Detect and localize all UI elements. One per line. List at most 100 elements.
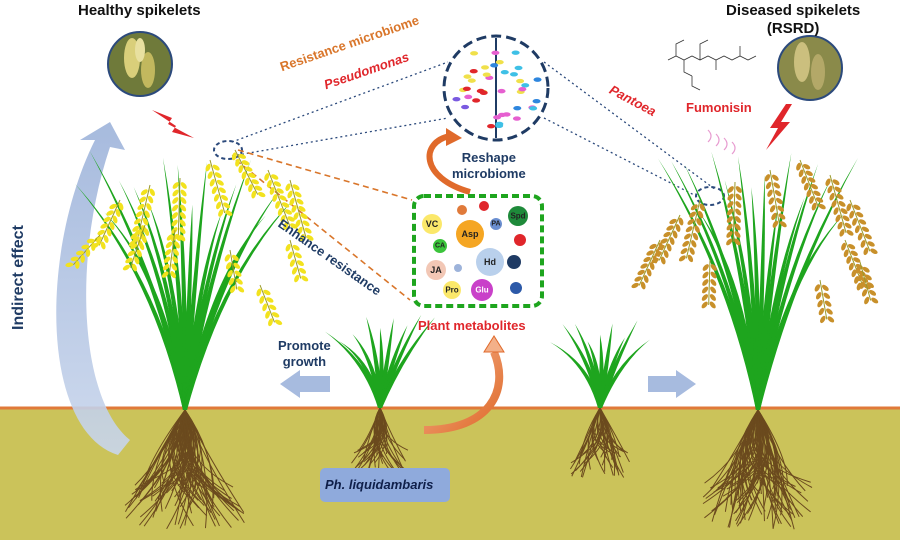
- grain: [848, 262, 854, 271]
- grain: [170, 271, 177, 279]
- metabolite-label-pa: PA: [491, 220, 501, 228]
- grain: [774, 190, 782, 197]
- grain: [81, 244, 90, 250]
- leaf: [738, 156, 760, 410]
- grain: [818, 203, 826, 210]
- root: [378, 407, 403, 474]
- grain: [777, 205, 785, 212]
- grain: [180, 182, 187, 189]
- panicle-stem: [685, 199, 701, 259]
- grain: [690, 204, 698, 211]
- promote-line2: growth: [282, 354, 327, 369]
- microbe-dot: [490, 63, 499, 68]
- grain: [833, 207, 839, 215]
- grain: [172, 197, 179, 204]
- root: [711, 409, 759, 522]
- grain: [165, 241, 173, 249]
- diseased-spikelet-photo: [777, 35, 843, 101]
- leaf: [366, 316, 382, 408]
- grain: [773, 182, 781, 189]
- reshape-line2: microbiome: [452, 166, 526, 181]
- grain: [806, 189, 812, 198]
- grain: [218, 209, 224, 217]
- grain: [216, 179, 224, 186]
- grain: [268, 318, 273, 327]
- root: [155, 409, 186, 512]
- grain: [672, 230, 678, 239]
- microbe-dot: [470, 51, 479, 56]
- grain: [827, 316, 835, 323]
- fumonisin-structure: [667, 39, 757, 91]
- grain: [767, 189, 773, 197]
- grain: [289, 197, 295, 206]
- grain: [867, 241, 875, 247]
- grain: [241, 160, 250, 166]
- panicle-stem: [209, 159, 226, 214]
- grain: [213, 194, 220, 202]
- panicle-stem: [267, 169, 291, 227]
- grain: [142, 217, 149, 226]
- grain: [172, 256, 178, 264]
- grain: [827, 185, 833, 194]
- grain: [764, 174, 771, 182]
- fungus-pill: [320, 468, 450, 502]
- grain: [301, 275, 309, 282]
- grain: [271, 174, 279, 180]
- grain: [220, 194, 229, 201]
- diseased-title-line1: Diseased spikelets: [726, 2, 861, 19]
- grain: [634, 276, 642, 282]
- metabolite-label-ja: JA: [430, 265, 442, 275]
- grain: [834, 186, 842, 193]
- microbe-dot: [461, 104, 470, 110]
- microbe-dot: [518, 86, 527, 92]
- grain: [864, 274, 872, 281]
- grain: [694, 225, 700, 233]
- grain: [702, 264, 709, 271]
- grain: [300, 213, 308, 220]
- grain: [808, 177, 816, 183]
- grain: [149, 188, 155, 196]
- grain: [820, 315, 826, 324]
- grain: [214, 172, 222, 179]
- microbe-dot: [512, 116, 521, 121]
- grain: [212, 164, 220, 171]
- grain: [227, 270, 233, 278]
- grain: [846, 229, 854, 236]
- panicle-stem: [849, 199, 871, 252]
- metabolite-hd: [476, 248, 504, 276]
- grain: [663, 250, 669, 258]
- fungus-arrowhead: [483, 335, 505, 353]
- grain: [287, 251, 293, 260]
- grain: [299, 267, 307, 274]
- grain: [841, 242, 847, 251]
- leaf: [575, 324, 602, 408]
- metabolite-ca: [433, 239, 447, 253]
- reshape-arrow: [426, 133, 471, 195]
- panicle-stem: [859, 261, 872, 301]
- grain: [135, 211, 143, 218]
- panicle-stem: [732, 181, 736, 242]
- grain: [835, 214, 841, 223]
- grain: [257, 192, 266, 198]
- grain: [100, 223, 108, 229]
- spikelet-callout-left: [213, 140, 243, 160]
- grain: [284, 209, 292, 215]
- grain: [234, 270, 242, 277]
- grain: [141, 235, 147, 243]
- grain: [171, 219, 178, 227]
- grain: [710, 286, 717, 294]
- grain: [689, 211, 697, 218]
- grain: [238, 165, 244, 174]
- grain: [237, 286, 245, 293]
- root: [730, 409, 759, 511]
- leaf: [177, 164, 188, 410]
- grain: [844, 222, 852, 229]
- grain: [727, 193, 734, 201]
- grain: [658, 242, 664, 251]
- grain: [643, 275, 649, 283]
- leaf: [587, 341, 603, 408]
- microbe-dot: [532, 98, 541, 104]
- dashed-connectors: [235, 149, 413, 301]
- metabolite-glu: [471, 279, 493, 301]
- microbe-dot: [514, 65, 523, 71]
